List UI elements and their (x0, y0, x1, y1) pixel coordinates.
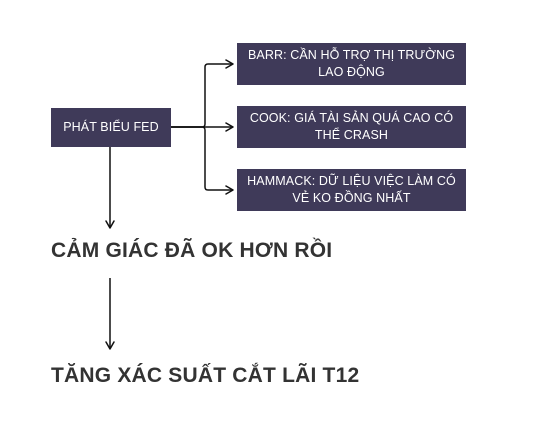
connector-source-to-hammack (171, 126, 234, 195)
branch-node-label: COOK: GIÁ TÀI SẢN QUÁ CAO CÓ THỂ CRASH (249, 111, 454, 142)
branch-connectors (171, 59, 234, 195)
result-text-1: CẢM GIÁC ĐÃ OK HƠN RỒI (51, 239, 333, 262)
branch-node-hammack: HAMMACK: DỮ LIỆU VIỆC LÀM CÓ VẺ KO ĐỒNG … (237, 169, 466, 211)
branch-node-cook: COOK: GIÁ TÀI SẢN QUÁ CAO CÓ THỂ CRASH (237, 106, 466, 148)
connector-source-to-barr (171, 59, 234, 128)
result-text-2: TĂNG XÁC SUẤT CẮT LÃI T12 (51, 364, 360, 387)
branch-node-label: BARR: CẦN HỖ TRỢ THỊ TRƯỜNG LAO ĐỘNG (247, 48, 456, 79)
branch-node-label: HAMMACK: DỮ LIỆU VIỆC LÀM CÓ VẺ KO ĐỒNG … (247, 174, 456, 205)
source-node-label: PHÁT BIỂU FED (63, 120, 159, 134)
branch-node-barr: BARR: CẦN HỖ TRỢ THỊ TRƯỜNG LAO ĐỘNG (237, 43, 466, 85)
source-node: PHÁT BIỂU FED (51, 108, 171, 147)
